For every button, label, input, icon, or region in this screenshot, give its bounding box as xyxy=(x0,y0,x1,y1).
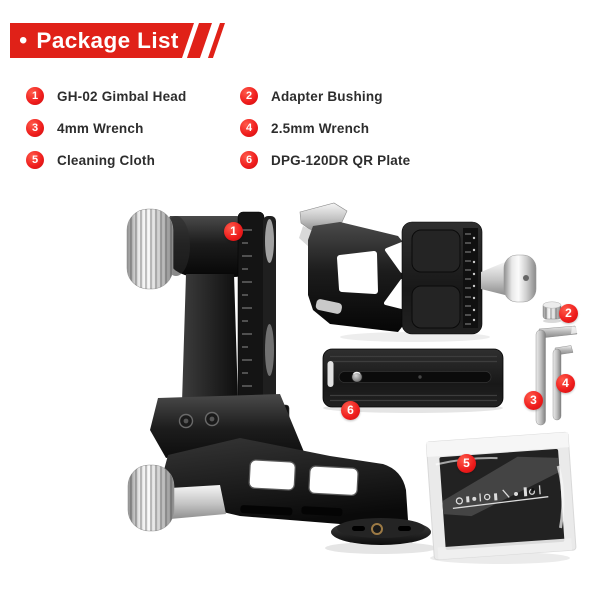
item-number-badge: 3 xyxy=(26,119,44,137)
4mm-wrench-photo xyxy=(535,325,578,426)
package-item-3: 3 4mm Wrench xyxy=(26,119,240,137)
package-item-5: 5 Cleaning Cloth xyxy=(26,151,240,169)
clamp-scale-ticks xyxy=(465,233,471,325)
package-item-list: 1 GH-02 Gimbal Head 2 Adapter Bushing 3 … xyxy=(26,80,410,176)
photo-badge-4: 4 xyxy=(556,374,575,393)
photo-badge-5: 5 xyxy=(457,454,476,473)
item-label: 2.5mm Wrench xyxy=(271,120,370,136)
arm-cutouts xyxy=(240,459,359,517)
shadow xyxy=(325,542,437,554)
cloth-print-logo xyxy=(466,487,528,503)
qr-clamp-photo xyxy=(299,202,537,335)
item-label: GH-02 Gimbal Head xyxy=(57,88,187,104)
item-number-badge: 2 xyxy=(240,87,258,105)
cleaning-cloth-photo xyxy=(425,431,577,561)
photo-badge-3: 3 xyxy=(524,391,543,410)
clamp-scale-dots xyxy=(472,236,476,322)
qr-plate-photo xyxy=(322,348,504,408)
photo-badge-6: 6 xyxy=(341,401,360,420)
package-item-1: 1 GH-02 Gimbal Head xyxy=(26,87,240,105)
item-number-badge: 5 xyxy=(26,151,44,169)
package-item-2: 2 Adapter Bushing xyxy=(240,87,410,105)
item-number-badge: 1 xyxy=(26,87,44,105)
bullet-icon: • xyxy=(19,27,28,54)
section-banner: • Package List xyxy=(10,23,194,58)
item-number-badge: 6 xyxy=(240,151,258,169)
item-label: Cleaning Cloth xyxy=(57,152,156,168)
item-label: DPG-120DR QR Plate xyxy=(271,152,411,168)
photo-badge-1: 1 xyxy=(224,222,243,241)
package-item-4: 4 2.5mm Wrench xyxy=(240,119,410,137)
item-number-badge: 4 xyxy=(240,119,258,137)
photo-badge-2: 2 xyxy=(559,304,578,323)
plate-grooves xyxy=(330,355,497,402)
gimbal-head-photo xyxy=(126,208,431,545)
item-label: 4mm Wrench xyxy=(57,120,144,136)
cloth-print-logo xyxy=(452,485,549,510)
item-label: Adapter Bushing xyxy=(271,88,383,104)
shadow xyxy=(340,332,490,342)
package-item-6: 6 DPG-120DR QR Plate xyxy=(240,151,410,169)
section-title: Package List xyxy=(36,27,179,53)
adapter-bushing-photo xyxy=(542,301,562,323)
